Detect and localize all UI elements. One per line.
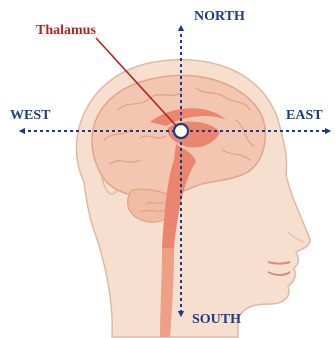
west-label: WEST <box>10 109 50 123</box>
thalamus-label: Thalamus <box>36 24 96 38</box>
south-label: SOUTH <box>192 313 241 327</box>
east-label: EAST <box>286 109 323 123</box>
origin-marker <box>174 124 188 138</box>
north-label: NORTH <box>194 10 245 24</box>
